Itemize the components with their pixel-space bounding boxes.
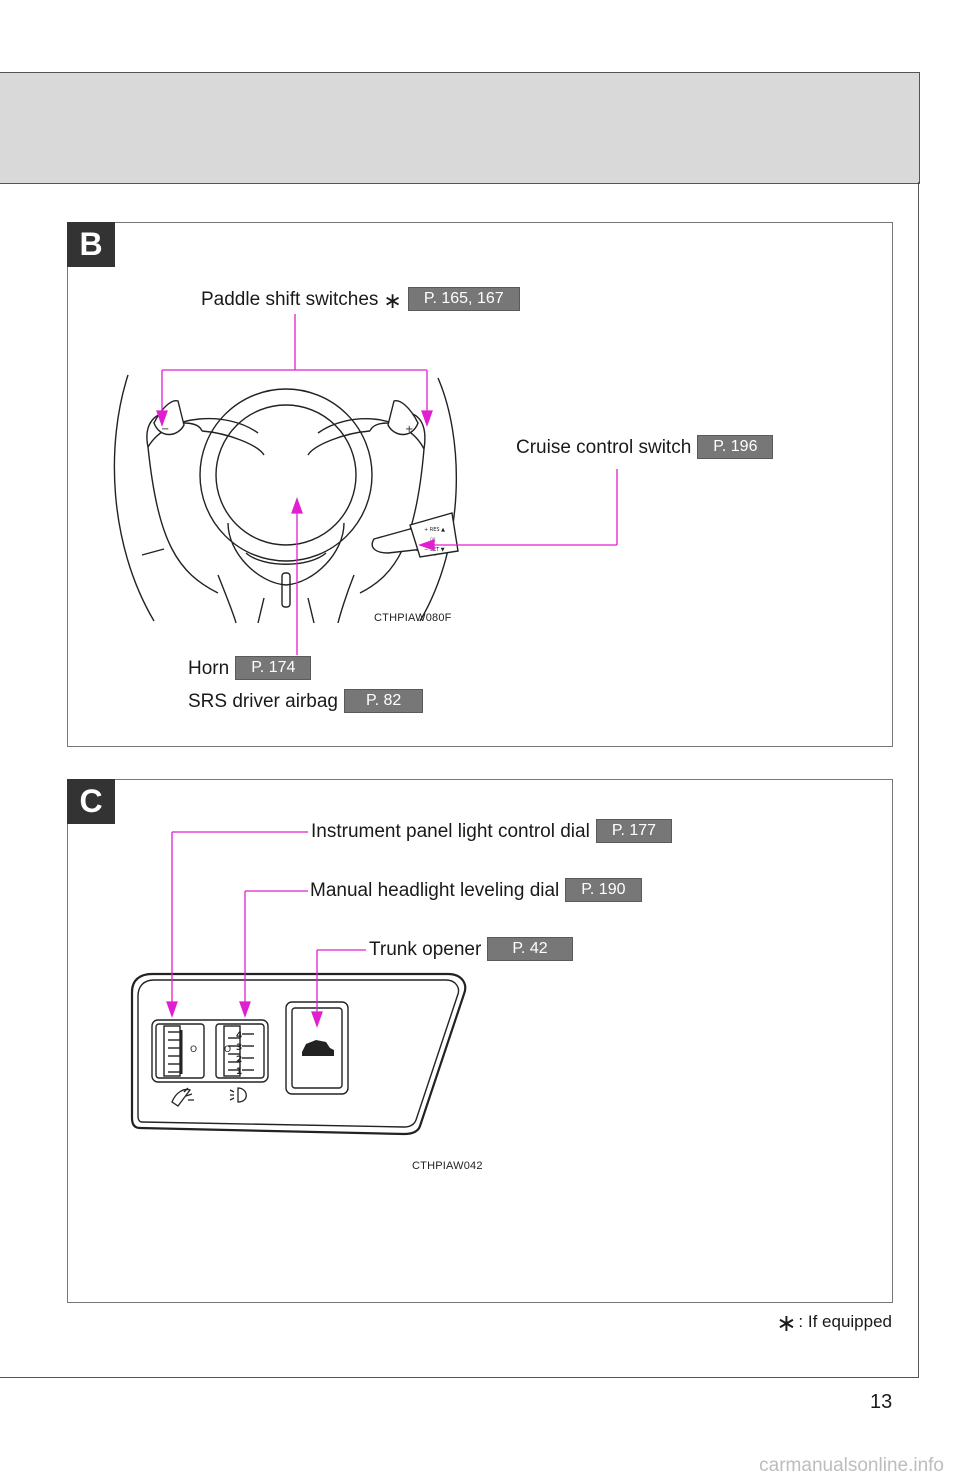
paddle-shift-text: Paddle shift switches [201, 289, 379, 310]
steering-wheel-illustration: + RES ▲ ▯▯ − SET ▼ − + [113, 314, 618, 655]
footnote: ∗: If equipped [776, 1309, 892, 1338]
footnote-asterisk: ∗ [776, 1310, 797, 1337]
dial-number-3: 3 [236, 1043, 242, 1053]
switch-panel-illustration: O O 4 3 2 1 [130, 831, 467, 1136]
if-equipped-asterisk: ∗ [383, 288, 402, 313]
left-dial-zero: O [190, 1045, 197, 1055]
cruise-mark-res: + RES ▲ [424, 527, 445, 533]
paddle-plus-mark: + [405, 424, 413, 435]
horn-page-ref[interactable]: P. 174 [235, 656, 312, 680]
dial-number-4: 4 [236, 1031, 242, 1041]
watermark: carmanualsonline.info [759, 1455, 944, 1476]
section-c-tag: C [67, 779, 115, 824]
page-border-bottom [0, 1377, 919, 1378]
leveling-dial-text: Manual headlight leveling dial [310, 880, 560, 901]
airbag-text: SRS driver airbag [188, 691, 338, 712]
paddle-shift-label: Paddle shift switches∗P. 165, 167 [201, 287, 520, 313]
paddle-shift-page-ref[interactable]: P. 165, 167 [407, 287, 520, 311]
leveling-dial-page-ref[interactable]: P. 190 [565, 878, 642, 902]
instrument-dial-page-ref[interactable]: P. 177 [595, 819, 673, 843]
trunk-car-icon [302, 1040, 334, 1056]
figure-code-b: CTHPIAW080F [374, 612, 452, 624]
page-border-right [918, 182, 919, 1378]
horn-text: Horn [188, 658, 230, 679]
dial-number-1: 1 [236, 1067, 242, 1077]
cruise-control-page-ref[interactable]: P. 196 [697, 435, 774, 459]
paddle-minus-mark: − [161, 424, 169, 435]
airbag-page-ref[interactable]: P. 82 [343, 689, 424, 713]
figure-code-c: CTHPIAW042 [412, 1160, 483, 1172]
panel-light-symbol-icon [171, 1087, 194, 1107]
instrument-dial-text: Instrument panel light control dial [311, 821, 590, 842]
page-number: 13 [870, 1391, 893, 1413]
trunk-opener-page-ref[interactable]: P. 42 [487, 937, 573, 961]
header-band [0, 72, 920, 184]
headlight-leveling-icon [229, 1087, 247, 1103]
trunk-opener-text: Trunk opener [369, 939, 482, 960]
section-c-panel: C [67, 779, 893, 1303]
cruise-control-text: Cruise control switch [516, 437, 692, 458]
footnote-text: : If equipped [798, 1312, 892, 1331]
dial-number-2: 2 [236, 1055, 242, 1065]
section-b-panel: B [67, 222, 893, 747]
right-dial-zero: O [224, 1045, 231, 1055]
section-b-tag: B [67, 222, 115, 267]
